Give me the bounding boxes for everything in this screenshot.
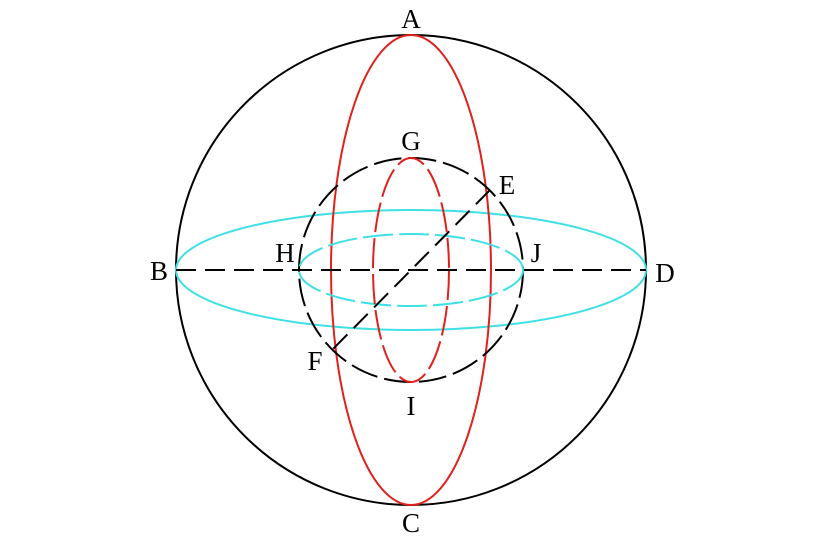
- diameter-ef: [331, 189, 491, 351]
- label-h: H: [275, 238, 295, 268]
- label-e: E: [499, 170, 516, 200]
- label-j: J: [531, 238, 542, 268]
- label-d: D: [655, 258, 675, 288]
- inner-equator-ellipse: [298, 233, 524, 307]
- label-b: B: [150, 256, 168, 286]
- label-g: G: [401, 126, 421, 156]
- label-f: F: [307, 346, 322, 376]
- label-i: I: [407, 391, 416, 421]
- label-c: C: [402, 508, 420, 538]
- label-a: A: [401, 4, 421, 34]
